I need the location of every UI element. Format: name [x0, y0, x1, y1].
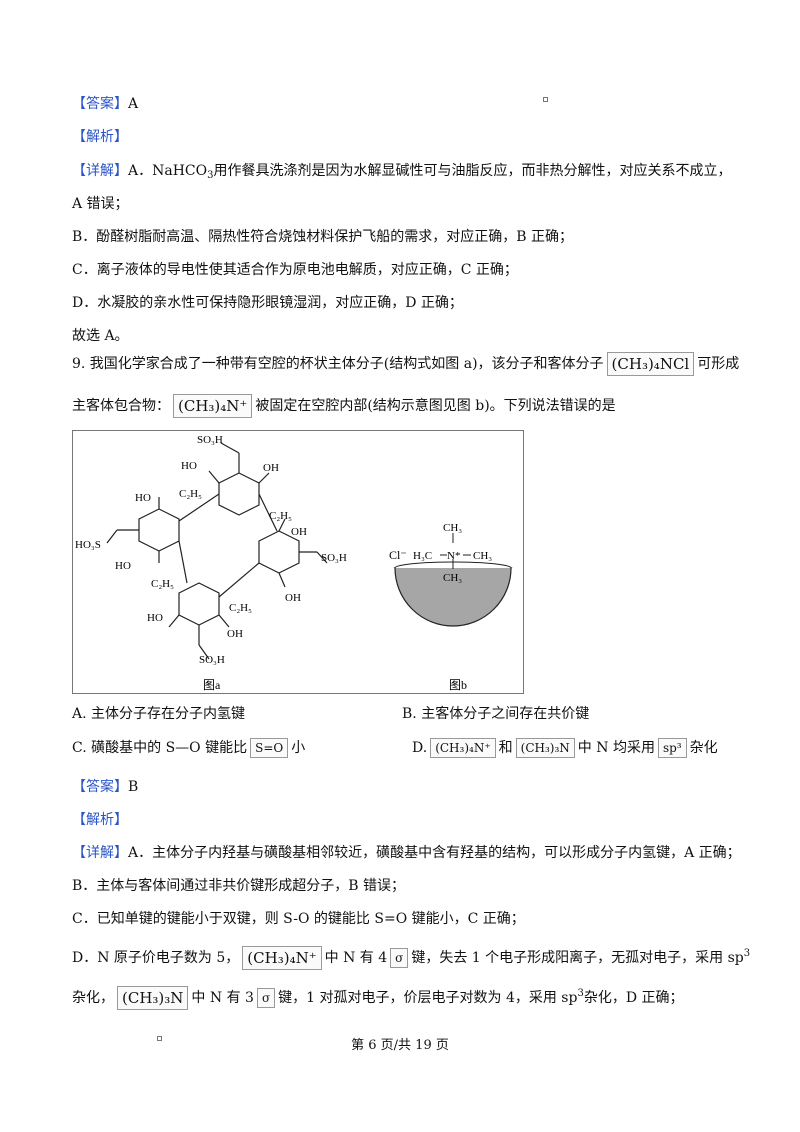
q8-detail-a-cont: A 错误； — [72, 196, 129, 212]
label-ho-1: HO — [181, 460, 197, 472]
formula-image-nmecl: (CH₃)₄NCl — [606, 352, 695, 376]
figure-label-a: 图a — [203, 678, 221, 692]
answer-tag: 【答案】 — [72, 779, 128, 795]
guest-bonds — [440, 533, 471, 569]
label-chloride: Cl⁻ — [389, 548, 407, 562]
label-so3h-right: SO₃H — [321, 552, 347, 564]
label-ho3s-left: HO₃S — [75, 539, 101, 551]
sigma-image-1: σ — [390, 948, 409, 968]
q9-stem-line1: 9. 我国化学家合成了一种带有空腔的杯状主体分子(结构式如图 a)，该分子和客体… — [72, 352, 739, 376]
sigma-image-2: σ — [256, 988, 276, 1008]
label-ch3-right: CH₃ — [473, 550, 492, 562]
structure-svg: SO₃H HO OH C₂H₅ C₂H₅ HO HO₃S HO OH SO₃H … — [75, 434, 513, 692]
label-oh-1: OH — [263, 462, 279, 474]
q8-answer: 【答案】A — [72, 94, 138, 114]
formula-image-cation-exp: (CH₃)₄N⁺ — [242, 946, 322, 970]
label-ho-3: HO — [115, 560, 131, 572]
detail-tag: 【详解】 — [72, 845, 128, 861]
q8-analysis-tag: 【解析】 — [72, 129, 128, 145]
formula-image-so-double: S=O — [250, 738, 289, 758]
host-bowl-shell — [394, 567, 512, 627]
q9-detail-a: 【详解】A．主体分子内羟基与磺酸基相邻较近，磺酸基中含有羟基的结构，可以形成分子… — [72, 845, 741, 861]
q8-detail-a: 【详解】A．NaHCO3用作餐具洗涤剂是因为水解显碱性可与油脂反应，而非热分解性… — [72, 163, 732, 181]
macrocycle-bonds — [106, 442, 328, 660]
label-oh-4: OH — [227, 628, 243, 640]
label-c2h5-2: C₂H₅ — [269, 510, 292, 522]
page-mark-top — [543, 97, 548, 102]
structure-figure: SO₃H HO OH C₂H₅ C₂H₅ HO HO₃S HO OH SO₃H … — [72, 430, 524, 694]
formula-image-sp3: sp³ — [657, 738, 687, 758]
answer-tag: 【答案】 — [72, 96, 128, 112]
q8-detail-d: D．水凝胶的亲水性可保持隐形眼镜湿润，对应正确，D 正确； — [72, 295, 463, 311]
label-c2h5-1: C₂H₅ — [179, 488, 202, 500]
figure-label-b: 图b — [449, 678, 467, 692]
q9-option-a: A. 主体分子存在分子内氢键 — [72, 706, 246, 722]
formula-image-cation: (CH₃)₄N⁺ — [173, 394, 253, 418]
detail-tag: 【详解】 — [72, 163, 128, 179]
label-ho-4: HO — [147, 612, 163, 624]
label-c2h5-3: C₂H₅ — [151, 578, 174, 590]
label-oh-2: OH — [291, 526, 307, 538]
label-ch3-top: CH₃ — [443, 522, 462, 534]
q8-detail-b: B．酚醛树脂耐高温、隔热性符合烧蚀材料保护飞船的需求，对应正确，B 正确； — [72, 229, 574, 245]
answer-value: A — [128, 96, 139, 112]
q9-analysis-tag: 【解析】 — [72, 812, 128, 828]
answer-value: B — [128, 779, 139, 795]
q9-stem-line2: 主客体包合物：(CH₃)₄N⁺被固定在空腔内部(结构示意图见图 b)。下列说法错… — [72, 394, 616, 418]
label-so3h-bottom: SO₃H — [199, 654, 225, 666]
formula-image-amine-exp: (CH₃)₃N — [117, 986, 189, 1010]
formula-image-cation-d: (CH₃)₄N⁺ — [430, 738, 496, 758]
label-c2h5-4: C₂H₅ — [229, 602, 252, 614]
q9-detail-b: B．主体与客体间通过非共价键形成超分子，B 错误； — [72, 878, 406, 894]
label-h3c: H₃C — [413, 550, 432, 562]
label-so3h-top: SO₃H — [197, 434, 223, 446]
formula-image-amine-d: (CH₃)₃N — [515, 738, 575, 758]
label-ho-2: HO — [135, 492, 151, 504]
page-mark-bottom — [157, 1036, 162, 1041]
label-n-star: N* — [447, 550, 460, 562]
label-oh-3: OH — [285, 592, 301, 604]
q8-detail-c: C．离子液体的导电性使其适合作为原电池电解质，对应正确，C 正确； — [72, 262, 518, 278]
label-ch3-bottom: CH₃ — [443, 572, 462, 584]
q9-detail-c: C．已知单键的键能小于双键，则 S-O 的键能比 S=O 键能小，C 正确； — [72, 911, 525, 927]
q9-option-b: B. 主客体分子之间存在共价键 — [402, 706, 590, 722]
page-footer: 第 6 页/共 19 页 — [351, 1038, 449, 1053]
q9-answer: 【答案】B — [72, 777, 138, 797]
q8-conclusion: 故选 A。 — [72, 328, 129, 344]
